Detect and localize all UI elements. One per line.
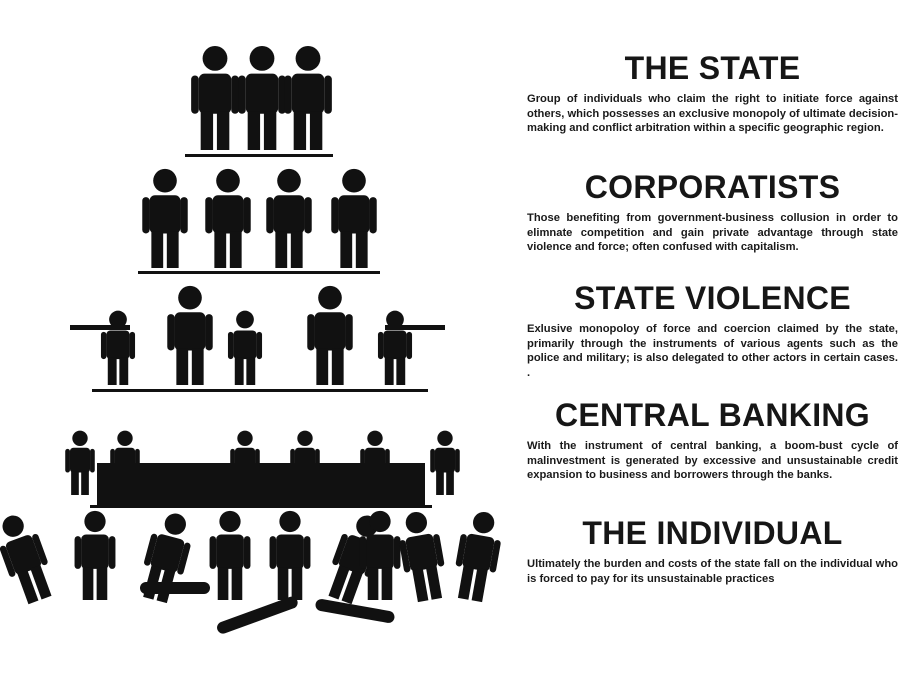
section-title: CENTRAL BANKING (554, 397, 870, 433)
corporatist-figure (205, 168, 251, 268)
tier-line-corporatists (138, 271, 380, 274)
corporatist-figure (142, 168, 188, 268)
section-text: Ultimately the burden and costs of the s… (527, 558, 898, 585)
table-edge (90, 505, 432, 508)
individual-figure (269, 510, 311, 600)
individual-figure (0, 515, 52, 605)
banquet-table (97, 463, 425, 505)
individual-figure (209, 510, 251, 600)
individual-figure (74, 510, 116, 600)
soldier-kneeling-figure (227, 310, 263, 385)
individual-figure (399, 512, 445, 603)
tier-line-state (185, 154, 333, 157)
fallen-individual-figure (140, 582, 210, 594)
banker-figure (65, 430, 95, 495)
soldier-kneeling-figure (100, 310, 136, 385)
king-figure (238, 45, 286, 150)
soldier-figure (167, 285, 213, 385)
section-text: With the instrument of central banking, … (527, 440, 898, 482)
section-title: STATE VIOLENCE (574, 280, 851, 316)
fallen-individual-figure (217, 596, 298, 634)
section-state-violence: STATE VIOLENCE Exlusive monopoloy of for… (527, 280, 898, 380)
pyramid-illustration (0, 45, 501, 634)
section-text: Exlusive monopoloy of force and coercion… (527, 323, 898, 379)
section-corporatists: CORPORATISTS Those benefiting from gover… (527, 169, 898, 255)
section-the-individual: THE INDIVIDUAL Ultimately the burden and… (527, 515, 898, 586)
section-text: Those benefiting from government-busines… (527, 212, 898, 254)
banker-figure (430, 430, 460, 495)
soldier-figure (307, 285, 353, 385)
section-title: THE STATE (624, 50, 801, 86)
fallen-individual-figure (315, 599, 395, 623)
section-title: CORPORATISTS (584, 169, 841, 205)
section-central-banking: CENTRAL BANKING With the instrument of c… (527, 397, 898, 483)
tier-line-state-violence (92, 389, 428, 392)
section-the-state: THE STATE Group of individuals who claim… (527, 50, 898, 136)
soldier-kneeling-figure (377, 310, 413, 385)
rifle-icon (385, 325, 445, 330)
rifle-icon (70, 325, 130, 330)
advisor-figure (284, 45, 332, 150)
section-text: Group of individuals who claim the right… (527, 93, 898, 135)
individual-figure (359, 510, 401, 600)
corporatist-figure (266, 168, 312, 268)
queen-figure (191, 45, 239, 150)
individual-figure (455, 512, 501, 603)
corporatist-figure (331, 168, 377, 268)
section-title: THE INDIVIDUAL (582, 515, 843, 551)
